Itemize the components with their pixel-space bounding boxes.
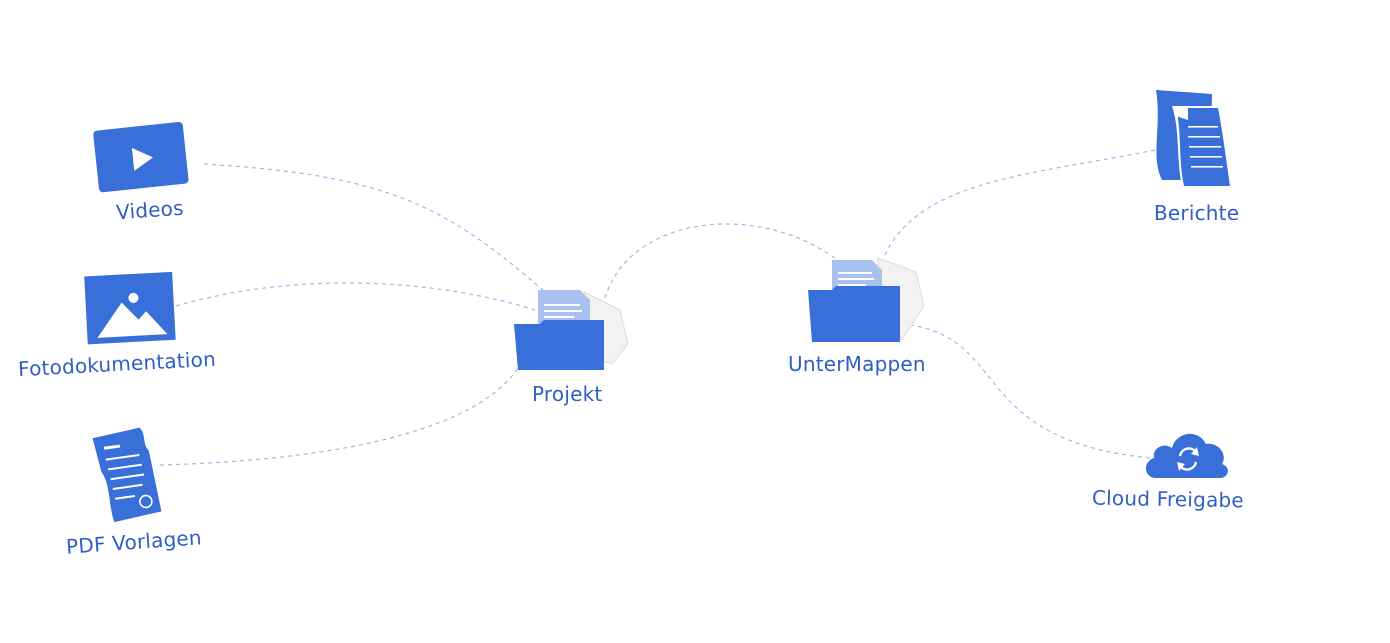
pdf-document-icon <box>92 427 162 523</box>
folder-icon <box>514 290 629 370</box>
berichte-node[interactable] <box>1148 86 1240 192</box>
videos-label: Videos <box>115 195 185 225</box>
videos-node[interactable] <box>92 120 192 196</box>
link-pdf-projekt <box>159 364 521 466</box>
video-play-icon <box>93 121 189 193</box>
cloud-node[interactable] <box>1142 428 1232 480</box>
projekt-node[interactable] <box>512 284 636 376</box>
folder-icon <box>808 257 925 342</box>
projekt-label: Projekt <box>532 382 603 406</box>
link-foto-projekt <box>175 282 536 311</box>
link-untermappen-cloud <box>909 324 1151 459</box>
berichte-label: Berichte <box>1154 201 1240 225</box>
cloud-label: Cloud Freigabe <box>1091 485 1245 513</box>
link-videos-projekt <box>203 163 546 293</box>
untermappen-label: UnterMappen <box>788 352 926 376</box>
foto-node[interactable] <box>82 270 182 348</box>
link-projekt-untermappen <box>604 223 841 299</box>
documents-icon <box>1156 90 1232 188</box>
pdf-node[interactable] <box>86 424 166 526</box>
link-untermappen-berichte <box>884 149 1156 256</box>
untermappen-node[interactable] <box>806 256 930 346</box>
cloud-sync-icon <box>1145 433 1228 478</box>
image-icon <box>84 271 176 345</box>
